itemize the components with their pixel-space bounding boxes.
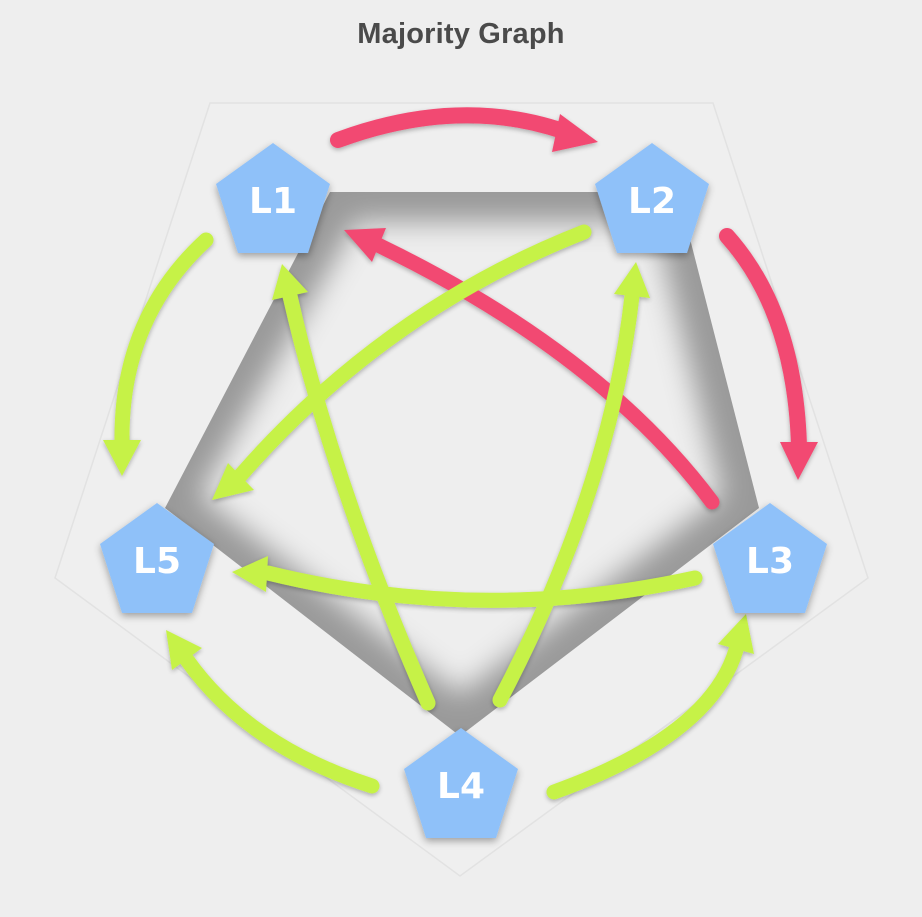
node-l3[interactable]: L3	[713, 503, 827, 613]
node-l4[interactable]: L4	[404, 728, 518, 838]
node-l3-label: L3	[746, 541, 794, 582]
nodes-layer: L1 L2 L3 L4 L5	[100, 143, 827, 838]
edges-layer	[103, 107, 818, 800]
arrow-l1-to-l2	[330, 107, 598, 152]
node-l2-label: L2	[628, 181, 676, 222]
arrow-l4-to-l5	[166, 630, 380, 794]
arrow-l4-to-l2	[492, 262, 650, 708]
arrow-l4-to-l3	[546, 614, 754, 800]
node-l4-label: L4	[437, 766, 485, 807]
arrow-l2-to-l5	[212, 224, 592, 500]
node-l1[interactable]: L1	[216, 143, 330, 253]
node-l1-label: L1	[249, 181, 297, 222]
arrow-l2-to-l3	[719, 228, 818, 480]
arrow-l3-to-l1	[344, 228, 720, 510]
node-l5-label: L5	[133, 541, 181, 582]
arrow-l3-to-l5	[232, 556, 703, 608]
node-l5[interactable]: L5	[100, 503, 214, 613]
arrow-l4-to-l1	[272, 264, 436, 711]
node-l2[interactable]: L2	[595, 143, 709, 253]
arrow-l1-to-l5	[103, 232, 214, 476]
page-title: Majority Graph	[357, 18, 565, 50]
